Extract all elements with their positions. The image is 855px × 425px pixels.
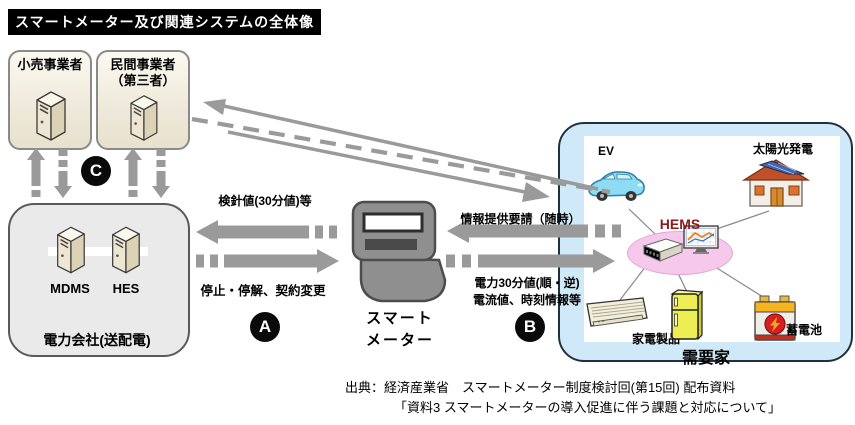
route-b-badge: B bbox=[515, 312, 545, 342]
refrigerator-icon bbox=[670, 288, 704, 344]
route-a-badge: A bbox=[250, 312, 280, 342]
ev-label: EV bbox=[598, 144, 615, 158]
server-icon bbox=[52, 225, 88, 275]
stop-contract-label: 停止・停解、契約変更 bbox=[200, 284, 326, 298]
mdms-label: MDMS bbox=[50, 281, 90, 296]
power-values-label: 電力30分値(順・逆) 電流値、時刻情報等 bbox=[472, 276, 581, 307]
route-c-badge: C bbox=[81, 156, 111, 186]
smart-meter-label: スマート メーター bbox=[365, 310, 434, 349]
meter-reading-label: 検針値(30分値)等 bbox=[218, 194, 312, 208]
node-retailer: 小売事業者 bbox=[8, 50, 92, 150]
hems-router-icon bbox=[642, 237, 684, 263]
solar-house-icon bbox=[738, 152, 816, 210]
server-link-bar bbox=[48, 247, 148, 256]
route-a-arrows bbox=[196, 220, 339, 273]
page-title: スマートメーター及び関連システムの全体像 bbox=[8, 9, 322, 35]
air-conditioner-icon bbox=[585, 296, 649, 332]
source-citation: 出典：経済産業省 スマートメーター制度検討回(第15回) 配布資料 「資料3 ス… bbox=[345, 378, 781, 418]
node-utility: MDMS HES bbox=[8, 203, 190, 357]
retailer-label: 小売事業者 bbox=[17, 57, 83, 72]
hems-label: HEMS bbox=[659, 216, 701, 232]
hems-monitor-icon bbox=[683, 225, 719, 255]
source-line1: 出典：経済産業省 スマートメーター制度検討回(第15回) 配布資料 bbox=[345, 380, 736, 395]
battery-icon bbox=[752, 293, 798, 343]
node-private-thirdparty: 民間事業者 （第三者） bbox=[96, 50, 190, 150]
ev-car-icon bbox=[585, 160, 647, 208]
appliance-label: 家電製品 bbox=[632, 332, 681, 346]
info-request-label: 情報提供要請（随時） bbox=[460, 212, 581, 226]
node-consumer: EV 太陽光発電 bbox=[558, 122, 853, 367]
source-line2: 「資料3 スマートメーターの導入促進に伴う課題と対応について」 bbox=[394, 400, 782, 416]
server-icon bbox=[107, 225, 143, 275]
consumer-label: 需要家 bbox=[681, 350, 730, 367]
solar-label: 太陽光発電 bbox=[752, 142, 813, 156]
server-icon bbox=[31, 90, 69, 142]
hes-label: HES bbox=[112, 281, 140, 296]
diagonal-arrows bbox=[191, 99, 611, 202]
battery-label: 蓄電池 bbox=[786, 323, 823, 337]
utility-label: 電力会社(送配電) bbox=[43, 332, 151, 348]
private-label: 民間事業者 （第三者） bbox=[110, 57, 176, 89]
smart-meter-icon bbox=[345, 198, 455, 308]
server-icon bbox=[125, 94, 161, 142]
